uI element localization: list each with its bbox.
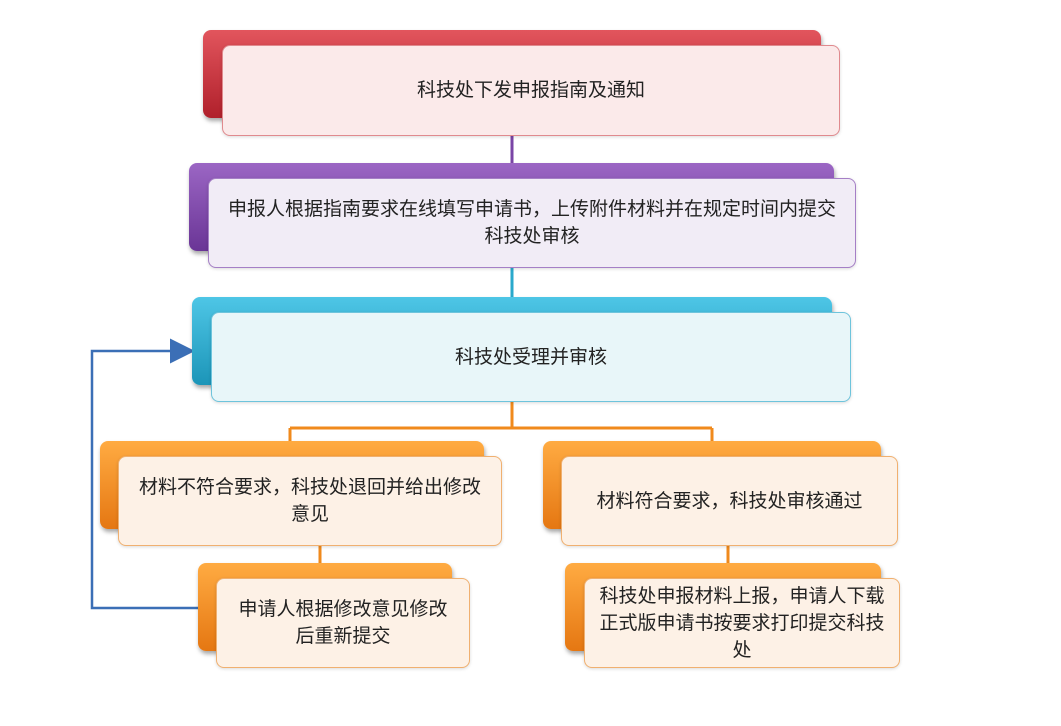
node-reject-text: 材料不符合要求，科技处退回并给出修改意见	[138, 476, 481, 525]
node-step3-text: 科技处受理并审核	[454, 345, 607, 368]
node-final-text: 科技处申报材料上报，申请人下载正式版申请书按要求打印提交科技处	[599, 584, 885, 661]
node-reject-box: 材料不符合要求，科技处退回并给出修改意见	[118, 456, 502, 546]
node-step1-text: 科技处下发申报指南及通知	[416, 79, 645, 101]
node-step2-box: 申报人根据指南要求在线填写申请书，上传附件材料并在规定时间内提交科技处审核	[208, 178, 856, 268]
node-step1-box: 科技处下发申报指南及通知	[222, 45, 840, 136]
node-final-box: 科技处申报材料上报，申请人下载正式版申请书按要求打印提交科技处	[584, 578, 900, 668]
node-resubmit-text: 申请人根据修改意见修改后重新提交	[238, 598, 448, 647]
node-step2-text: 申报人根据指南要求在线填写申请书，上传附件材料并在规定时间内提交科技处审核	[227, 198, 836, 247]
node-approve-text: 材料符合要求，科技处审核通过	[596, 489, 863, 512]
node-resubmit-box: 申请人根据修改意见修改后重新提交	[216, 578, 470, 668]
node-approve-box: 材料符合要求，科技处审核通过	[561, 456, 898, 546]
node-step3-box: 科技处受理并审核	[211, 312, 851, 402]
feedback-arrow	[90, 338, 198, 610]
connector-step3-branches	[288, 402, 714, 456]
